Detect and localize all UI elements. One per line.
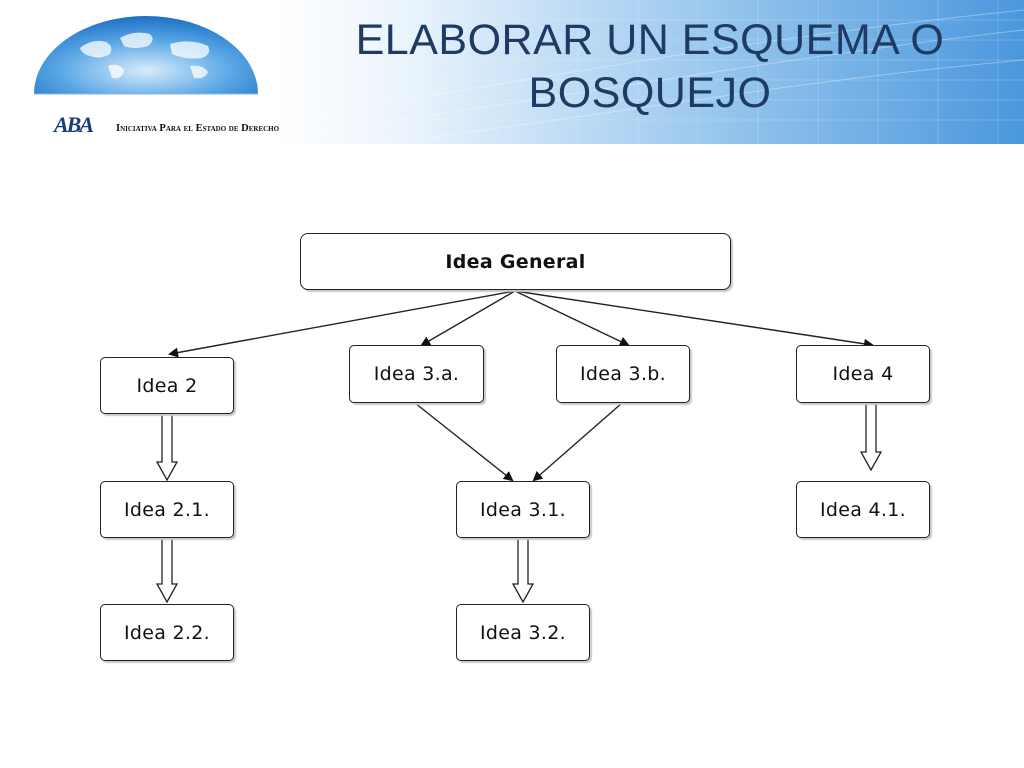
node-idea-3b: Idea 3.b. bbox=[556, 345, 690, 403]
arrow-root-to-idea3b bbox=[514, 290, 630, 347]
node-idea-2: Idea 2 bbox=[100, 357, 234, 414]
node-idea-3-1: Idea 3.1. bbox=[456, 481, 590, 538]
node-idea-2-1: Idea 2.1. bbox=[100, 481, 234, 538]
header-gradient bbox=[278, 0, 1024, 144]
arrow-root-to-idea4 bbox=[514, 290, 874, 349]
arrow-idea3b-to-idea31 bbox=[532, 402, 623, 482]
double-arrow-idea4-to-idea41 bbox=[859, 403, 883, 472]
header-banner: ABA Iniciativa Para el Estado de Derecho… bbox=[0, 0, 1024, 144]
node-idea-4: Idea 4 bbox=[796, 345, 930, 403]
double-arrow-idea21-to-idea22 bbox=[155, 537, 179, 604]
double-arrow-idea2-to-idea21 bbox=[155, 413, 179, 482]
slide-title: ELABORAR UN ESQUEMA O BOSQUEJO bbox=[355, 16, 945, 117]
globe-icon bbox=[34, 16, 258, 95]
arrow-root-to-idea3a bbox=[420, 290, 516, 347]
aba-mark: ABA bbox=[54, 112, 94, 137]
double-arrow-idea31-to-idea32 bbox=[511, 537, 535, 604]
logo-caption: Iniciativa Para el Estado de Derecho bbox=[116, 123, 280, 134]
arrow-root-to-idea2 bbox=[168, 290, 516, 358]
node-idea-2-2: Idea 2.2. bbox=[100, 604, 234, 661]
aba-logo: ABA Iniciativa Para el Estado de Derecho bbox=[20, 8, 279, 138]
arrow-idea3a-to-idea31 bbox=[414, 402, 514, 482]
node-idea-4-1: Idea 4.1. bbox=[796, 481, 930, 538]
header-decoration bbox=[278, 0, 1024, 144]
node-idea-3a: Idea 3.a. bbox=[349, 345, 484, 403]
node-idea-general: Idea General bbox=[300, 233, 731, 290]
node-idea-3-2: Idea 3.2. bbox=[456, 604, 590, 661]
